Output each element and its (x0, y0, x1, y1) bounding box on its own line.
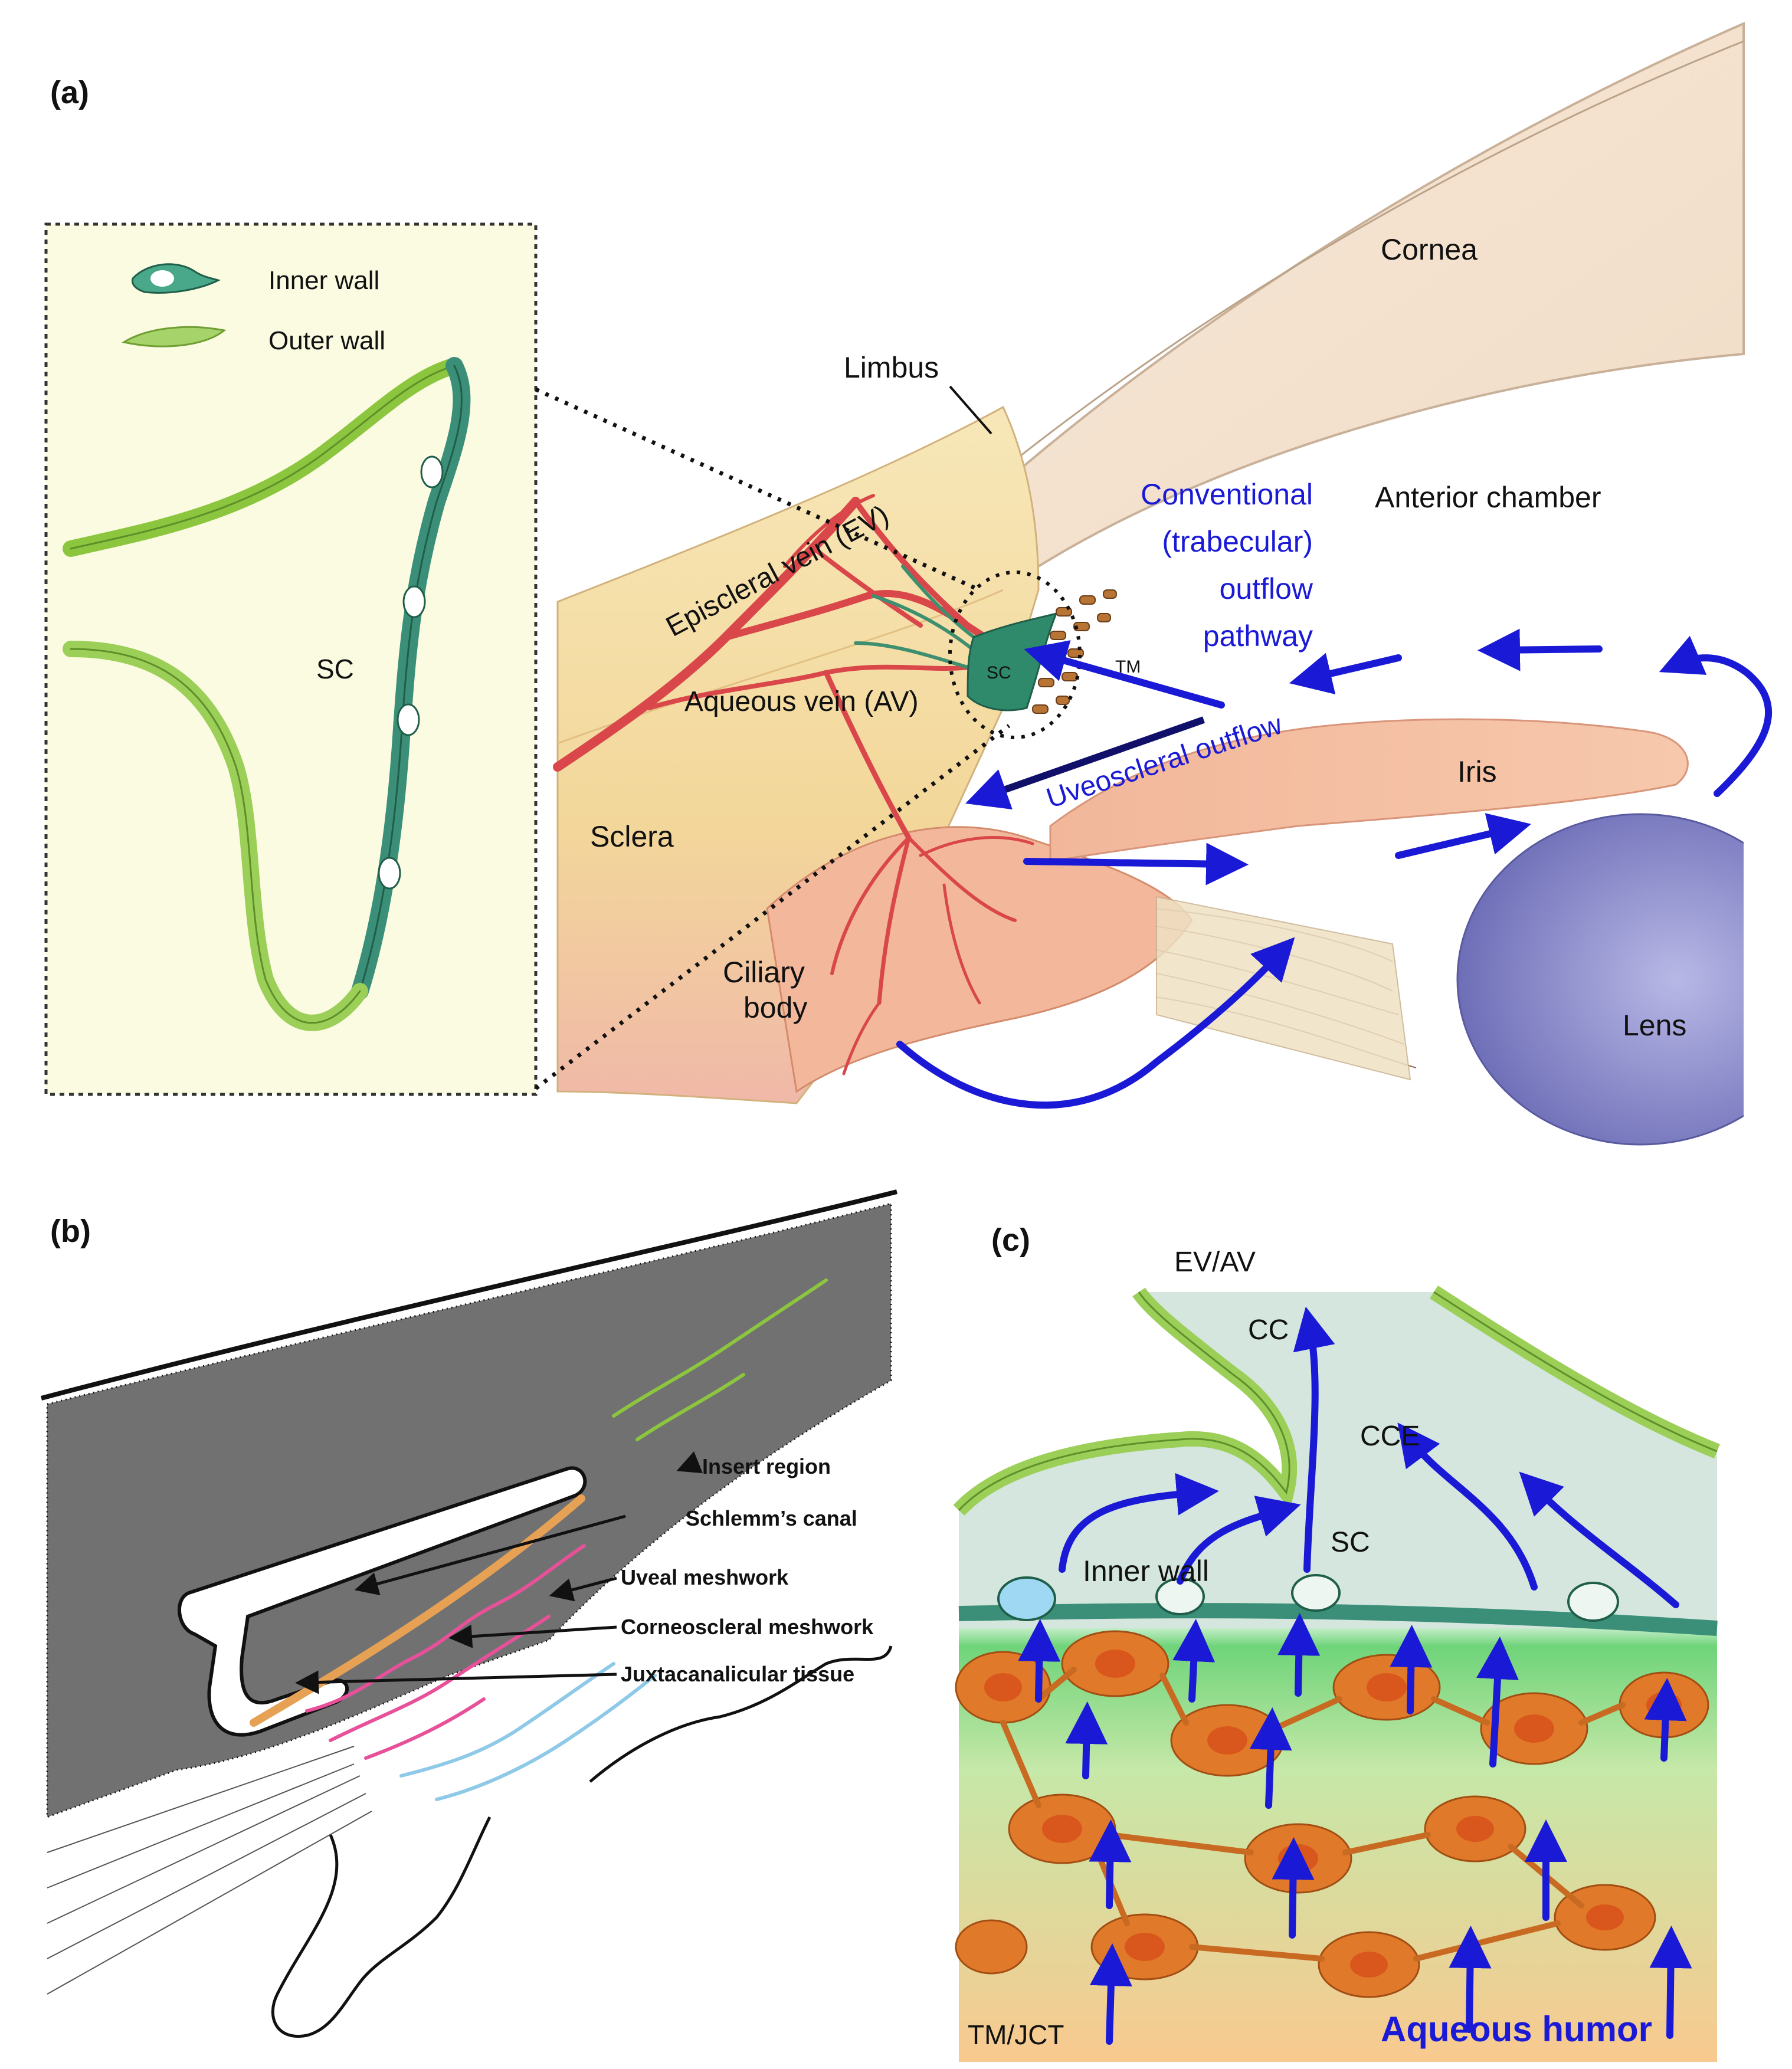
ciliary-muscle-outline (273, 1817, 490, 2037)
sclera-label: Sclera (590, 820, 674, 853)
cc-label: CC (1248, 1314, 1289, 1346)
ciliary-body-shape (767, 827, 1192, 1091)
aqueous-humor-label: Aqueous humor (1381, 2009, 1652, 2049)
panel-a-label: (a) (50, 75, 89, 110)
conventional-pathway-label-4: pathway (1203, 619, 1313, 652)
cornea-shape (992, 24, 1744, 572)
lens-shape (1457, 814, 1792, 1145)
flow-arrow-chamber-1 (1499, 649, 1599, 650)
inner-wall-legend-label: Inner wall (268, 266, 379, 295)
corneoscleral-meshwork-label: Corneoscleral meshwork (621, 1615, 874, 1639)
cce-label: CCE (1360, 1421, 1420, 1452)
conventional-pathway-label-3: outflow (1220, 572, 1313, 605)
iris-label: Iris (1457, 755, 1497, 788)
lens-label: Lens (1623, 1009, 1686, 1042)
panel-b: (b) Insert re (41, 1192, 897, 2037)
conventional-pathway-label-1: Conventional (1141, 478, 1313, 511)
panel-c: (c) (956, 1222, 1717, 2062)
tm-jct-label: TM/JCT (968, 2019, 1064, 2050)
ev-av-label: EV/AV (1174, 1247, 1256, 1278)
panel-a: (a) (46, 24, 1792, 1192)
conventional-pathway-label-2: (trabecular) (1162, 525, 1313, 558)
juxtacanalicular-tissue-label: Juxtacanalicular tissue (621, 1662, 854, 1686)
flow-arrow-chamber-2 (1310, 658, 1398, 678)
sc-label-a: SC (987, 663, 1011, 683)
panel-c-label: (c) (991, 1222, 1030, 1258)
zonule-band (1157, 897, 1410, 1080)
insert-region-label: Insert region (702, 1454, 831, 1478)
ciliary-body-label-1: Ciliary (723, 956, 805, 989)
ciliary-body-label-2: body (743, 991, 807, 1024)
aqueous-vein-label: Aqueous vein (AV) (684, 686, 919, 717)
uveal-meshwork-label: Uveal meshwork (621, 1565, 789, 1589)
inner-wall-label-c: Inner wall (1083, 1555, 1209, 1588)
schlemms-canal-label: Schlemm’s canal (686, 1506, 857, 1530)
sc-label-c: SC (1331, 1527, 1370, 1558)
lens-clip (1744, 767, 1792, 1192)
limbus-label: Limbus (844, 351, 939, 384)
flow-arrow-posterior-2 (1398, 829, 1511, 855)
anterior-chamber-label: Anterior chamber (1375, 481, 1601, 514)
outer-wall-legend-label: Outer wall (268, 326, 385, 355)
cornea-label: Cornea (1381, 233, 1478, 266)
flow-arrow-posterior-1 (1027, 861, 1227, 864)
inset-sc-label: SC (316, 654, 354, 684)
panel-b-label: (b) (50, 1214, 91, 1249)
uveal-meshwork-shape (401, 1664, 655, 1799)
